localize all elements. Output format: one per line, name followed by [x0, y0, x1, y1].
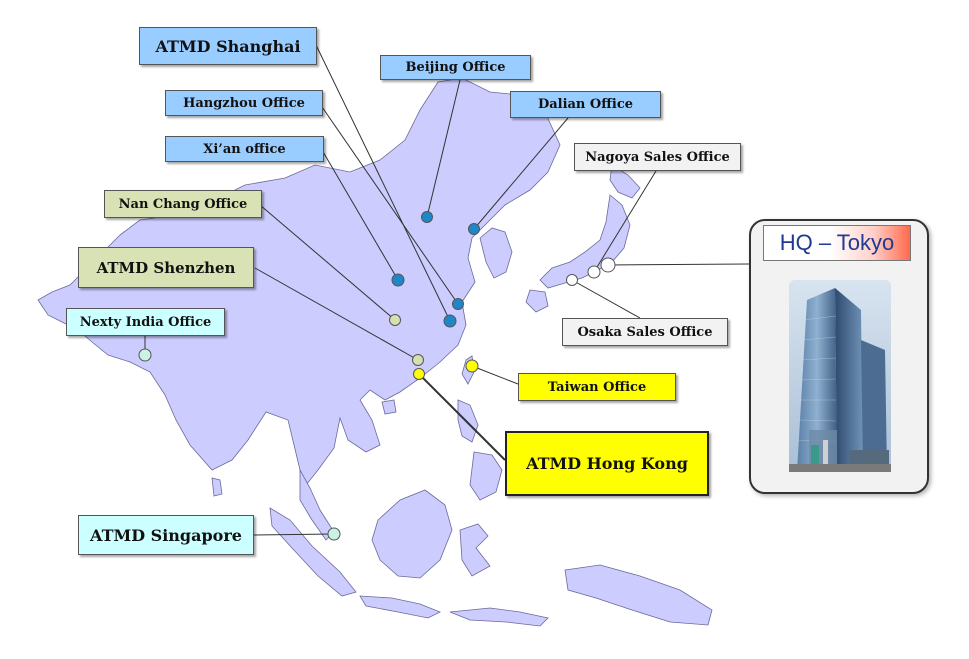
marker-shanghai: [443, 314, 457, 328]
label-taiwan-office: Taiwan Office: [518, 373, 676, 401]
marker-tokyo: [600, 257, 616, 273]
connector-dalian: [473, 117, 569, 230]
malay-peninsula: [299, 468, 335, 541]
connector-hongkong: [418, 373, 506, 461]
label-atmd-singapore: ATMD Singapore: [78, 515, 254, 555]
sulawesi: [459, 523, 491, 577]
label-dalian-office: Dalian Office: [510, 91, 661, 118]
japan-honshu: [539, 194, 631, 289]
hq-building-photo: [789, 280, 891, 472]
label-atmd-shenzhen: ATMD Shenzhen: [78, 247, 254, 288]
marker-hongkong: [413, 368, 425, 380]
connector-shanghai: [315, 44, 451, 322]
marker-nagoya: [587, 265, 601, 279]
label-nexty-india-office: Nexty India Office: [66, 308, 225, 336]
korea: [479, 227, 513, 279]
marker-shenzhen: [412, 354, 424, 366]
label-hangzhou-office: Hangzhou Office: [165, 90, 323, 116]
connector-nagoya: [593, 170, 657, 273]
connector-osaka: [571, 279, 641, 319]
lesser-sunda: [449, 607, 549, 627]
hainan: [381, 399, 397, 415]
connector-xian: [321, 149, 399, 281]
connector-hangzhou: [319, 103, 459, 305]
marker-beijing: [421, 211, 433, 223]
marker-taiwan: [465, 359, 479, 373]
label-xian-office: Xi’an office: [165, 136, 324, 162]
japan-hokkaido: [609, 164, 641, 199]
connector-nanchang: [259, 204, 396, 321]
marker-india: [138, 348, 152, 362]
new-guinea: [564, 564, 713, 626]
marker-osaka: [566, 274, 578, 286]
marker-singapore: [327, 527, 341, 541]
connector-lines: [144, 44, 750, 536]
marker-xian: [391, 273, 405, 287]
connector-beijing: [426, 79, 461, 218]
connector-tokyo: [607, 263, 750, 266]
label-atmd-shanghai: ATMD Shanghai: [139, 27, 317, 65]
philippines-south: [469, 451, 503, 501]
label-nan-chang-office: Nan Chang Office: [104, 190, 262, 218]
label-osaka-sales-office: Osaka Sales Office: [562, 318, 728, 346]
land-masses: [37, 77, 713, 627]
philippines-luzon: [457, 399, 479, 443]
connector-shenzhen: [254, 267, 419, 361]
marker-hangzhou: [452, 298, 464, 310]
marker-dalian: [468, 223, 480, 235]
label-atmd-hong-kong: ATMD Hong Kong: [505, 431, 709, 496]
connector-singapore: [253, 533, 335, 536]
borneo: [371, 489, 453, 579]
connector-taiwan: [471, 365, 519, 385]
sri-lanka: [211, 477, 223, 497]
label-nagoya-sales-office: Nagoya Sales Office: [574, 143, 741, 171]
label-beijing-office: Beijing Office: [380, 55, 531, 80]
sumatra: [269, 507, 357, 597]
hq-tokyo-title: HQ – Tokyo: [763, 225, 911, 261]
mainland-asia: [37, 77, 561, 486]
java: [359, 595, 441, 619]
japan-kyushu: [525, 289, 549, 313]
office-markers: [138, 211, 616, 541]
marker-nanchang: [389, 314, 401, 326]
